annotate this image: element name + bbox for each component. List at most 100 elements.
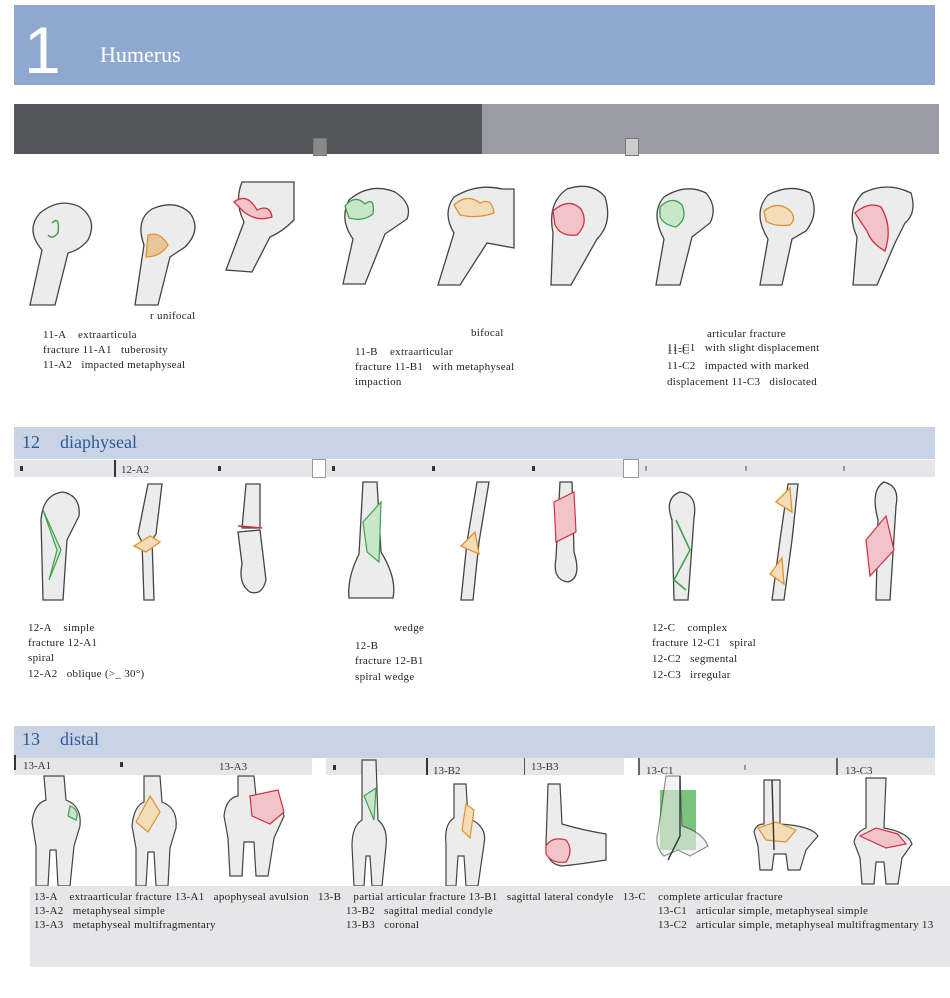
strip-tick (645, 466, 647, 471)
bone-illustration-13-c3 (853, 777, 913, 885)
bone-illustration-12-a2 (132, 483, 163, 601)
section-number: 13 (22, 729, 40, 749)
strip-divider (114, 460, 116, 477)
bone-illustration-12-b1 (348, 481, 395, 599)
caption-11-c-line1: 11-C1 with slight displacement (667, 342, 820, 354)
strip-tick (333, 765, 336, 770)
tab-13-c1: 13-C1 (646, 765, 674, 777)
bone-illustration-13-c2 (753, 779, 819, 871)
caption-13-a2: 13-A2 metaphyseal simple (34, 905, 166, 917)
tab-13-b2: 13-B2 (433, 765, 461, 777)
caption-11-a-line3: 11-A2 impacted metaphyseal (43, 359, 186, 371)
strip-notch (312, 459, 326, 478)
caption-13-c2: 13-C2 articular simple, metaphyseal mult… (658, 919, 934, 931)
strip-divider (836, 758, 838, 775)
caption-12-c-line1: 12-C complex (652, 622, 728, 634)
caption-11-c-pre: articular fracture (707, 328, 786, 340)
group-bar-bc (482, 104, 939, 154)
caption-12-c-line2: fracture 12-C1 spiral (652, 637, 757, 649)
caption-12-a-line2: fracture 12-A1 (28, 637, 98, 649)
bone-illustration-12-b3 (553, 481, 578, 583)
strip-divider (426, 758, 428, 775)
section-number: 12 (22, 432, 40, 452)
bone-illustration-13-a3 (223, 775, 285, 877)
caption-13-c1: 13-C1 articular simple, metaphyseal simp… (658, 905, 869, 917)
caption-11-b-pre: bifocal (471, 327, 504, 339)
group-strip-13b (326, 758, 624, 775)
bone-illustration-12-c2 (769, 483, 799, 601)
caption-12-a-line4: 12-A2 oblique (>_ 30°) (28, 668, 145, 680)
chapter-number: 1 (24, 13, 61, 87)
strip-divider (524, 758, 525, 775)
strip-tick (744, 765, 746, 770)
caption-12-b-line1: 12-B (355, 640, 379, 652)
bone-illustration-12-c1 (668, 491, 696, 601)
group-bar-a (14, 104, 482, 154)
caption-12-b-pre: wedge (394, 622, 425, 634)
chapter-header (14, 5, 935, 85)
bone-illustration-11-a2 (134, 204, 196, 306)
caption-11-c-overlap: 11-C (667, 345, 690, 357)
strip-tick (532, 466, 535, 471)
bone-illustration-11-b1 (342, 187, 410, 285)
bar-notch (313, 138, 327, 156)
caption-13-a3: 13-A3 metaphyseal multifragmentary (34, 919, 216, 931)
chapter-title: Humerus (100, 42, 181, 67)
tab-13-b3: 13-B3 (531, 761, 559, 773)
group-strip-12 (14, 460, 935, 477)
bone-illustration-13-c1 (656, 775, 709, 861)
caption-13-b3: 13-B3 coronal (346, 919, 420, 931)
strip-divider (14, 755, 16, 770)
tab-13-a1: 13-A1 (23, 760, 52, 772)
bone-illustration-13-a2 (131, 775, 177, 887)
tab-13-c3: 13-C3 (845, 765, 873, 777)
caption-11-c-line2: 11-C2 impacted with marked (667, 360, 810, 372)
strip-tick (332, 466, 335, 471)
strip-tick (218, 466, 221, 471)
caption-13-b2: 13-B2 sagittal medial condyle (346, 905, 494, 917)
caption-panel-13 (30, 886, 950, 967)
caption-11-a-line1: 11-A extraarticula (43, 329, 137, 341)
caption-12-b-line3: spiral wedge (355, 671, 415, 683)
bone-illustration-13-b1 (351, 759, 387, 887)
tab-12-a2: 12-A2 (121, 464, 150, 476)
strip-tick (20, 466, 23, 471)
bone-illustration-12-a3 (237, 483, 267, 594)
strip-divider (638, 758, 640, 775)
caption-12-c-line4: 12-C3 irregular (652, 669, 731, 681)
strip-tick (432, 466, 435, 471)
bar-notch (625, 138, 639, 156)
caption-11-b-line1: 11-B extraarticular (355, 346, 453, 358)
caption-11-b-line2: fracture 11-B1 with metaphyseal (355, 361, 515, 373)
bone-illustration-11-c3 (851, 186, 914, 286)
caption-11-c-line3: displacement 11-C3 dislocated (667, 376, 818, 388)
bone-illustration-11-b2 (437, 186, 515, 286)
bone-illustration-13-b3 (545, 783, 607, 867)
caption-11-a-pre: r unifocal (150, 310, 196, 322)
bone-illustration-11-a1 (29, 202, 93, 306)
caption-12-c-line3: 12-C2 segmental (652, 653, 738, 665)
bone-illustration-12-b2 (459, 481, 490, 601)
strip-notch (623, 459, 639, 478)
caption-12-a-line3: spiral (28, 652, 55, 664)
tab-13-a3: 13-A3 (219, 761, 248, 773)
bone-illustration-11-a3 (225, 181, 295, 273)
section-header-13 (14, 726, 935, 758)
strip-tick (120, 762, 123, 767)
group-strip-13c (638, 758, 935, 775)
strip-tick (843, 466, 845, 471)
bone-illustration-13-a1 (31, 775, 81, 887)
bone-illustration-11-b3 (550, 185, 609, 286)
caption-12-a-line1: 12-A simple (28, 622, 95, 634)
caption-11-a-line2: fracture 11-A1 tuberosity (43, 344, 168, 356)
bone-illustration-12-c3 (865, 481, 898, 601)
caption-11-b-line3: impaction (355, 376, 402, 388)
section-title: distal (60, 729, 99, 749)
bone-illustration-13-b2 (445, 783, 486, 887)
bone-illustration-11-c1 (655, 188, 714, 286)
strip-tick (745, 466, 747, 471)
caption-12-b-line2: fracture 12-B1 (355, 655, 424, 667)
section-title: diaphyseal (60, 432, 137, 452)
section-header-12 (14, 427, 935, 459)
bone-illustration-12-a1 (40, 491, 80, 601)
